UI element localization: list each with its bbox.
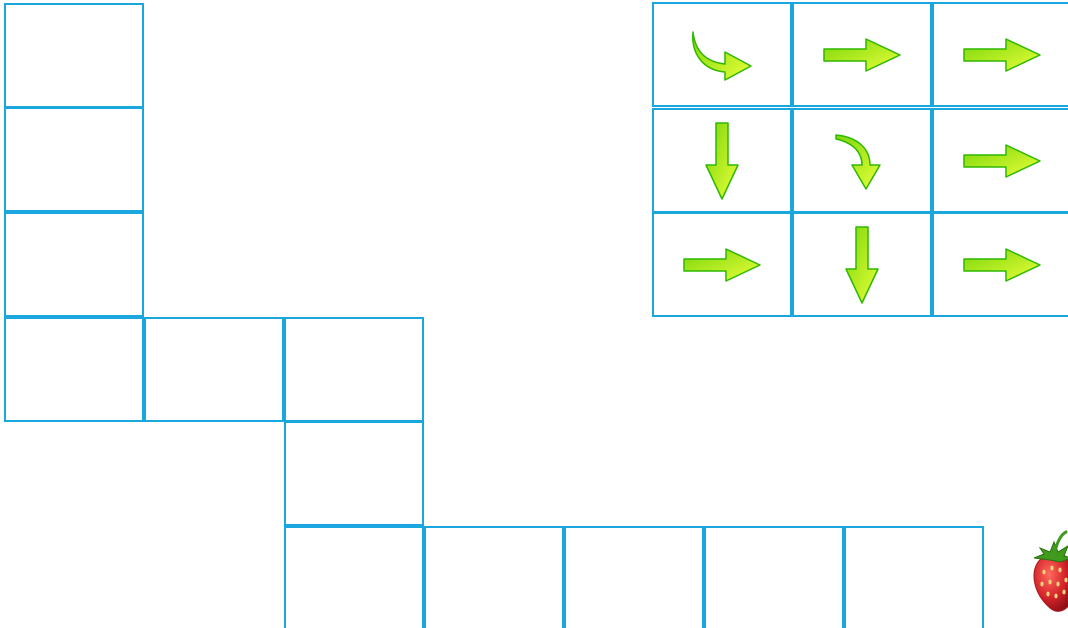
path-cell — [4, 107, 144, 212]
turn-down-right-icon — [834, 131, 890, 191]
arrow-right-icon — [962, 143, 1042, 179]
path-cell — [844, 526, 984, 628]
command-cell[interactable] — [932, 2, 1068, 107]
path-cell — [564, 526, 704, 628]
path-cell — [284, 317, 424, 422]
arrow-right-icon — [962, 247, 1042, 283]
command-cell[interactable] — [792, 2, 932, 107]
path-cell — [4, 317, 144, 422]
path-cell — [4, 212, 144, 317]
arrow-right-icon — [822, 37, 902, 73]
strawberry-icon[interactable] — [1028, 530, 1068, 620]
command-cell[interactable] — [932, 108, 1068, 213]
path-cell — [284, 421, 424, 526]
path-cell — [144, 317, 284, 422]
command-cell[interactable] — [652, 108, 792, 213]
arrow-right-icon — [962, 37, 1042, 73]
path-cell — [424, 526, 564, 628]
command-cell[interactable] — [932, 212, 1068, 317]
path-cell — [704, 526, 844, 628]
turn-right-down-icon — [689, 28, 755, 82]
arrow-down-icon — [704, 121, 740, 201]
path-cell — [4, 3, 144, 108]
arrow-down-icon — [844, 225, 880, 305]
command-cell[interactable] — [652, 2, 792, 107]
path-cell — [284, 526, 424, 628]
arrow-right-icon — [682, 247, 762, 283]
strawberry-graphic — [1028, 530, 1068, 620]
command-cell[interactable] — [652, 212, 792, 317]
command-cell[interactable] — [792, 108, 932, 213]
command-cell[interactable] — [792, 212, 932, 317]
